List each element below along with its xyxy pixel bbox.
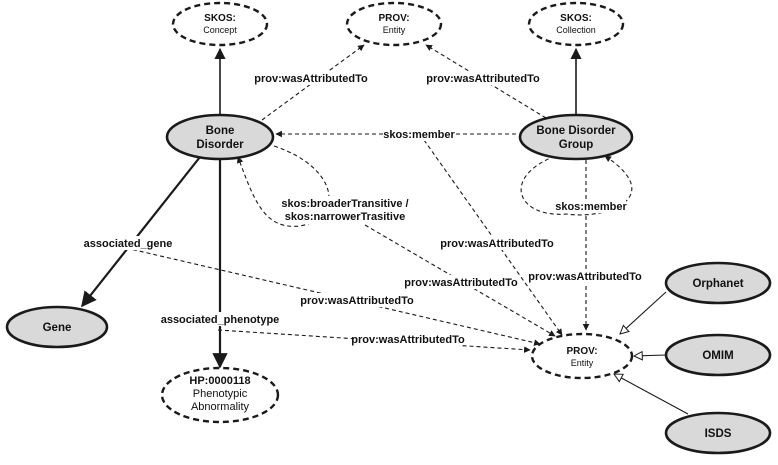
node-skos-collection: SKOS: Collection <box>527 1 625 47</box>
edge-skos-member-self <box>520 155 633 216</box>
label-text: prov:wasAttributedTo <box>300 295 414 307</box>
node-gene: Gene <box>5 305 109 349</box>
label-bd-prov-top: prov:wasAttributedTo <box>254 71 368 85</box>
edge-orphanet-to-prov <box>620 291 667 334</box>
node-omim: OMIM <box>664 333 772 377</box>
node-label: ISDS <box>705 428 732 440</box>
node-title: Bone Disorder <box>536 125 616 137</box>
node-hp-phenotypic-abnormality: HP:0000118 Phenotypic Abnormality <box>160 366 280 424</box>
label-text-line2: skos:narrowerTrasitive <box>285 211 405 223</box>
label-prov-attr-5: prov:wasAttributedTo <box>351 332 465 346</box>
node-bone-disorder: Bone Disorder <box>165 113 275 161</box>
node-skos-concept: SKOS: Concept <box>171 1 269 47</box>
edge-omim-to-prov <box>634 355 667 356</box>
label-prov-attr-1: prov:wasAttributedTo <box>440 236 554 250</box>
label-text: prov:wasAttributedTo <box>426 73 540 85</box>
label-bdg-prov-top: prov:wasAttributedTo <box>426 71 540 85</box>
edge-associated-gene <box>81 156 201 308</box>
label-text: skos:member <box>383 129 455 141</box>
label-text: prov:wasAttributedTo <box>440 238 554 250</box>
label-skos-member-self: skos:member <box>555 199 627 213</box>
label-prov-attr-3: prov:wasAttributedTo <box>404 275 518 289</box>
node-title: SKOS: <box>560 13 592 24</box>
node-subtitle: Disorder <box>196 139 244 151</box>
node-subtitle: Phenotypic <box>193 388 248 400</box>
node-bone-disorder-group: Bone Disorder Group <box>518 113 634 161</box>
node-subtitle: Concept <box>203 25 237 35</box>
node-subtitle-2: Abnormality <box>191 401 250 413</box>
node-label: OMIM <box>702 350 733 362</box>
node-title: Bone <box>206 125 235 137</box>
edge-isds-to-prov <box>614 374 689 415</box>
node-orphanet: Orphanet <box>664 261 772 305</box>
label-text: associated_gene <box>84 238 173 250</box>
node-title: PROV: <box>378 13 409 24</box>
node-subtitle: Collection <box>556 25 596 35</box>
label-text: prov:wasAttributedTo <box>254 73 368 85</box>
label-skos-member-top: skos:member <box>383 127 455 141</box>
label-prov-attr-2: prov:wasAttributedTo <box>528 269 642 283</box>
node-label: Gene <box>43 322 72 334</box>
label-text-line1: skos:broaderTransitive / <box>281 198 408 210</box>
label-text: prov:wasAttributedTo <box>351 334 465 346</box>
node-title: HP:0000118 <box>189 375 250 387</box>
label-associated-phenotype: associated_phenotype <box>161 312 280 326</box>
node-title: PROV: <box>566 346 597 357</box>
node-prov-entity-bottom: PROV: Entity <box>530 332 634 380</box>
node-subtitle: Entity <box>571 358 594 368</box>
label-broader-transitive: skos:broaderTransitive / skos:narrowerTr… <box>281 196 409 224</box>
label-prov-attr-4: prov:wasAttributedTo <box>300 293 414 307</box>
edge-broader-transitive <box>236 145 330 227</box>
label-text: prov:wasAttributedTo <box>528 271 642 283</box>
edge-prov-attr-broader <box>364 224 556 337</box>
node-title: SKOS: <box>204 13 236 24</box>
label-associated-gene: associated_gene <box>84 236 173 250</box>
node-isds: ISDS <box>664 411 772 455</box>
node-label: Orphanet <box>692 278 743 290</box>
label-text: associated_phenotype <box>161 314 280 326</box>
label-text: prov:wasAttributedTo <box>404 277 518 289</box>
node-subtitle: Group <box>559 139 594 151</box>
node-prov-entity-top: PROV: Entity <box>345 1 443 47</box>
node-subtitle: Entity <box>383 25 406 35</box>
label-text: skos:member <box>555 201 627 213</box>
